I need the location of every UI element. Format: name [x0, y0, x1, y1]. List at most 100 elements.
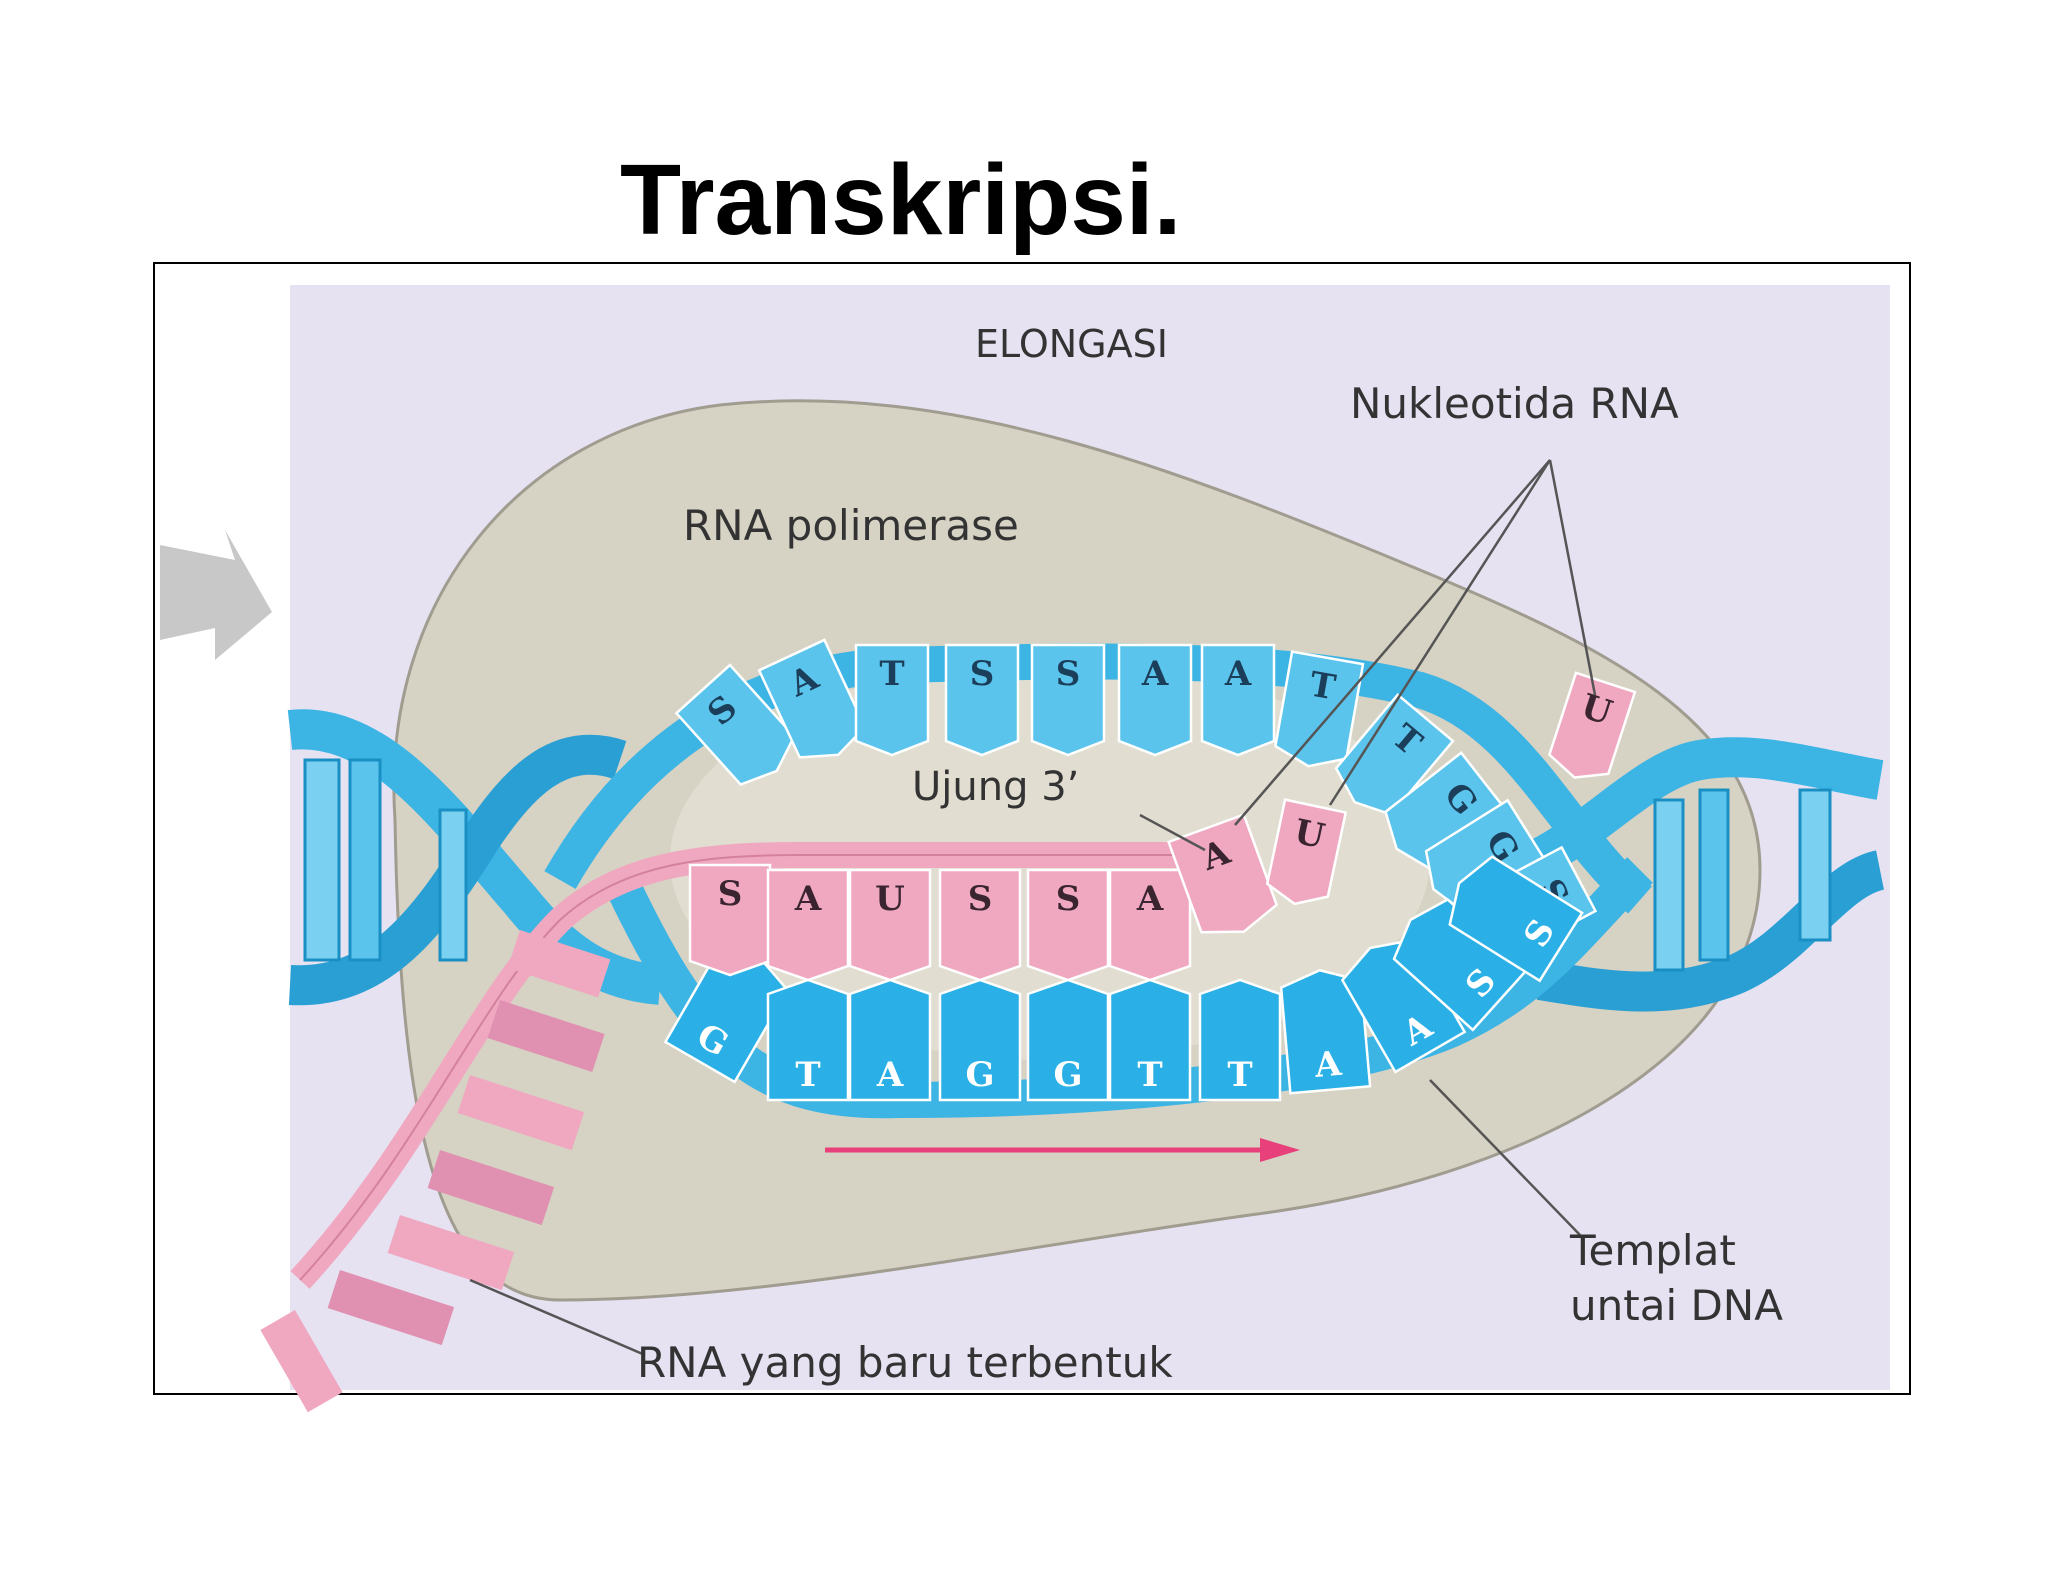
- nucleotide-leader: [1234, 459, 1551, 826]
- template-strand-base: A: [1279, 968, 1372, 1095]
- template-strand-base-letter: T: [1137, 1055, 1162, 1095]
- coding-strand-base: T: [1334, 692, 1455, 817]
- left-helix-rung: [303, 758, 341, 962]
- template-strand-base: S: [1448, 855, 1584, 983]
- template-strand-base-block: [1108, 978, 1192, 1102]
- rna-base-letter: A: [1136, 879, 1164, 919]
- coding-strand-base-letter: A: [1141, 654, 1169, 694]
- right-helix-rung: [1698, 788, 1730, 962]
- right-helix-rung: [1798, 788, 1832, 942]
- left-helix-rung: [438, 808, 468, 962]
- right-helix-backbone-b: [1536, 850, 1886, 1012]
- template-label-line2: untai DNA: [1570, 1281, 1783, 1330]
- template-strand-base-block: [938, 978, 1022, 1102]
- coding-strand-base: S: [1030, 643, 1106, 757]
- coding-strand-base-block: [757, 638, 867, 759]
- template-strand-base-block: [848, 978, 932, 1102]
- coding-strand-base-letter: S: [970, 654, 995, 694]
- coding-strand-base: S: [944, 643, 1020, 757]
- rna-base: S: [688, 863, 772, 977]
- coding-strand-base-block: [1274, 650, 1365, 768]
- rna-base-block: [688, 863, 772, 977]
- template-strand-base: S: [1392, 897, 1529, 1032]
- rna-tail-tooth: [507, 930, 611, 998]
- template-strand-base-letter: G: [1053, 1055, 1082, 1095]
- rna-strand-outline: [299, 854, 1210, 1281]
- coding-strand-base-letter: S: [1056, 654, 1081, 694]
- left-helix-backbone-b: [288, 734, 627, 1006]
- rna-base-block: [1026, 868, 1110, 982]
- nucleotide-leader: [1548, 459, 1597, 696]
- template-strand-base-block: [1279, 968, 1372, 1095]
- coding-strand-base-block: [1117, 643, 1193, 757]
- template-strand-base-letter: G: [965, 1055, 994, 1095]
- rna-base-block: [938, 868, 1022, 982]
- template-strand-base-block: [1026, 978, 1110, 1102]
- rna-tail-tooth: [327, 1270, 455, 1346]
- coding-strand-base: S: [674, 663, 796, 787]
- free-nucleotide-base-block: [1265, 798, 1348, 906]
- coding-strand-base-block: [944, 643, 1020, 757]
- rna-base-block: [848, 868, 932, 982]
- rna-tail-tooth: [487, 1000, 605, 1073]
- coding-strand-base: A: [757, 638, 867, 759]
- template-strand-base: G: [938, 978, 1022, 1102]
- template-strand-base: A: [848, 978, 932, 1102]
- rna-base-block: [1108, 868, 1192, 982]
- elongation-heading: ELONGASI: [975, 322, 1168, 366]
- coding-strand-base-block: [1030, 643, 1106, 757]
- rna-base: S: [938, 868, 1022, 982]
- nucleotide-leader: [1328, 459, 1552, 806]
- rna-base-letter: A: [794, 879, 822, 919]
- template-strand-base-letter: T: [1227, 1055, 1252, 1095]
- template-strand-base-letter: T: [795, 1055, 820, 1095]
- template-strand-base: T: [1108, 978, 1192, 1102]
- coding-strand-base-block: [674, 663, 796, 787]
- rna-base: A: [766, 868, 850, 982]
- rna-tail: [260, 930, 611, 1413]
- template-leader: [1429, 1079, 1581, 1236]
- template-strand-base: T: [1198, 978, 1282, 1102]
- new-rna-label: RNA yang baru terbentuk: [637, 1338, 1173, 1387]
- left-helix-rung: [348, 758, 382, 962]
- template-strand-base-block: [1448, 855, 1584, 983]
- template-strand-base: G: [1026, 978, 1110, 1102]
- rna-tail-tooth: [427, 1150, 555, 1226]
- new-rna-leader: [469, 1278, 646, 1357]
- template-strand-base-letter: A: [876, 1055, 904, 1095]
- rna-base-block: [766, 868, 850, 982]
- rna-base: A: [1108, 868, 1192, 982]
- end3-label: Ujung 3’: [912, 764, 1079, 810]
- coding-strand-base-block: [854, 643, 930, 757]
- free-nucleotide-base: U: [1547, 671, 1637, 779]
- rna-tail-tooth: [387, 1215, 515, 1291]
- coding-strand-base-block: [1200, 643, 1276, 757]
- coding-strand-base: G: [1384, 751, 1508, 871]
- free-nucleotide-base-block: [1547, 671, 1637, 779]
- template-strand-base-block: [766, 978, 850, 1102]
- slide-title: Transkripsi.: [620, 144, 1182, 256]
- free-rna-nucleotides: UU: [1265, 671, 1637, 906]
- template-strand-base: T: [766, 978, 850, 1102]
- coding-strand-base-block: [1334, 692, 1455, 817]
- template-strand-base-block: [1198, 978, 1282, 1102]
- nucleotides-label: Nukleotida RNA: [1350, 379, 1679, 428]
- rna-base: U: [848, 868, 932, 982]
- rna-base-letter: S: [1056, 879, 1081, 919]
- template-strand-base: A: [1340, 938, 1467, 1074]
- free-nucleotide-base: U: [1265, 798, 1348, 906]
- coding-strand-base-letter: T: [879, 654, 904, 694]
- template-label-line1: Templat: [1569, 1226, 1736, 1275]
- coding-strand-base: A: [1117, 643, 1193, 757]
- rna-base-letter: S: [718, 874, 743, 914]
- rna-tail-tooth: [457, 1075, 585, 1151]
- arrow-head-icon: [1260, 1138, 1300, 1162]
- rna-base-letter: U: [875, 879, 905, 919]
- incoming-arrow-icon: [160, 530, 272, 660]
- coding-strand-base: T: [854, 643, 930, 757]
- coding-strand-base-letter: A: [1224, 654, 1252, 694]
